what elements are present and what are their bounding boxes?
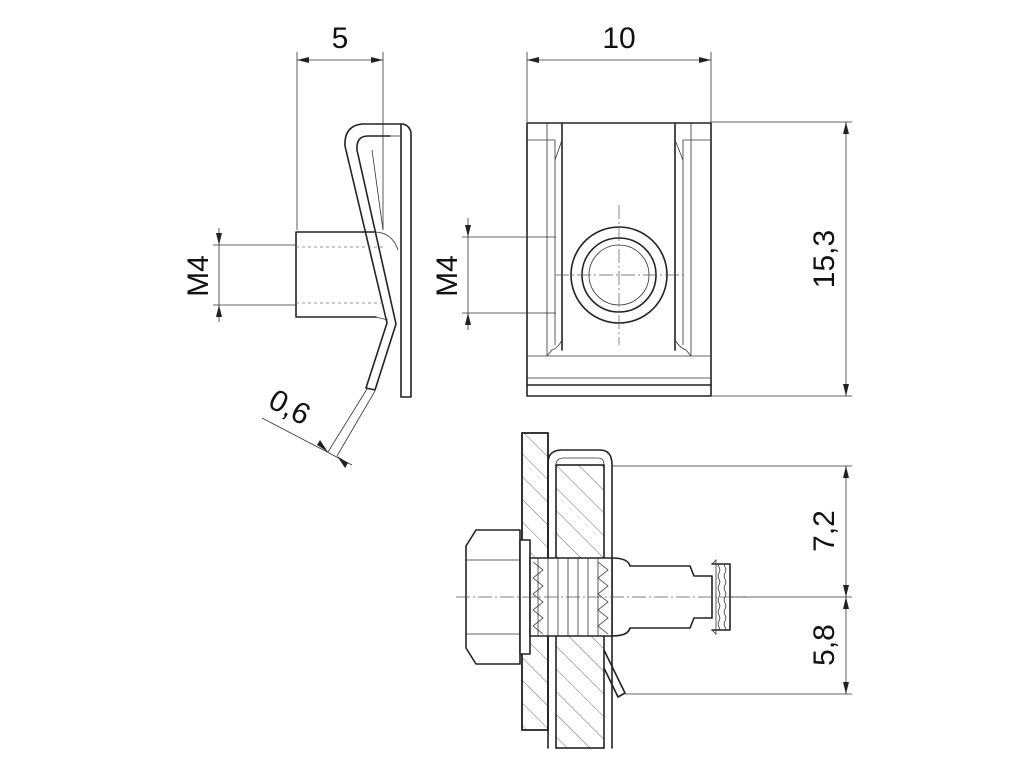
bolt-head <box>465 529 521 665</box>
dim-label-7-2: 7,2 <box>808 510 841 552</box>
dim-label-0-6: 0,6 <box>263 383 315 432</box>
clip-tongue-front <box>561 122 676 351</box>
spring-clip-section <box>547 449 613 749</box>
dim-label-m4-front: M4 <box>431 255 464 297</box>
spring-clip-side <box>344 123 412 398</box>
dim-label-5-8: 5,8 <box>808 624 841 666</box>
front-view: 10 M4 15 <box>431 22 852 397</box>
dim-line-0-6 <box>261 417 353 466</box>
assembly-section-view: 7,2 5,8 <box>456 432 852 749</box>
dim-label-10: 10 <box>602 22 635 55</box>
dim-label-15-3: 15,3 <box>808 230 841 288</box>
side-view: 5 M4 0,6 <box>182 22 412 468</box>
dim-arrow-7-2-top <box>843 466 849 478</box>
dim-label-5: 5 <box>332 22 349 55</box>
dim-label-m4-side: M4 <box>182 255 215 297</box>
clip-body-front <box>526 122 712 397</box>
nut-barrel-side <box>295 231 377 318</box>
